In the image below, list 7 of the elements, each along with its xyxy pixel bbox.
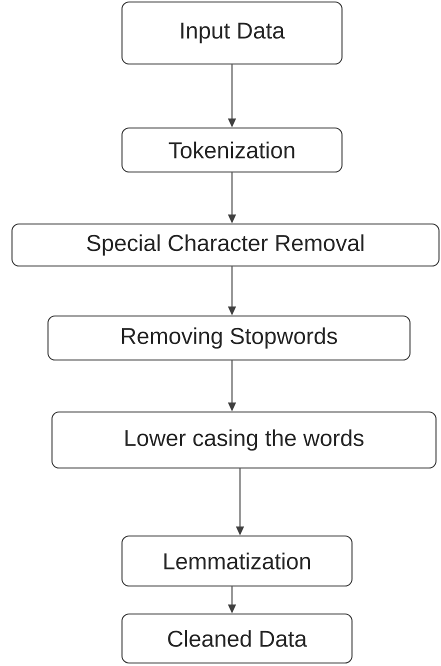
- process-box: Cleaned Data: [121, 613, 353, 664]
- process-box: Lemmatization: [121, 535, 353, 587]
- process-box: Removing Stopwords: [47, 315, 411, 361]
- process-box: Special Character Removal: [11, 223, 440, 267]
- process-box: Lower casing the words: [51, 411, 437, 469]
- process-box: Input Data: [121, 1, 343, 65]
- process-box: Tokenization: [121, 127, 343, 173]
